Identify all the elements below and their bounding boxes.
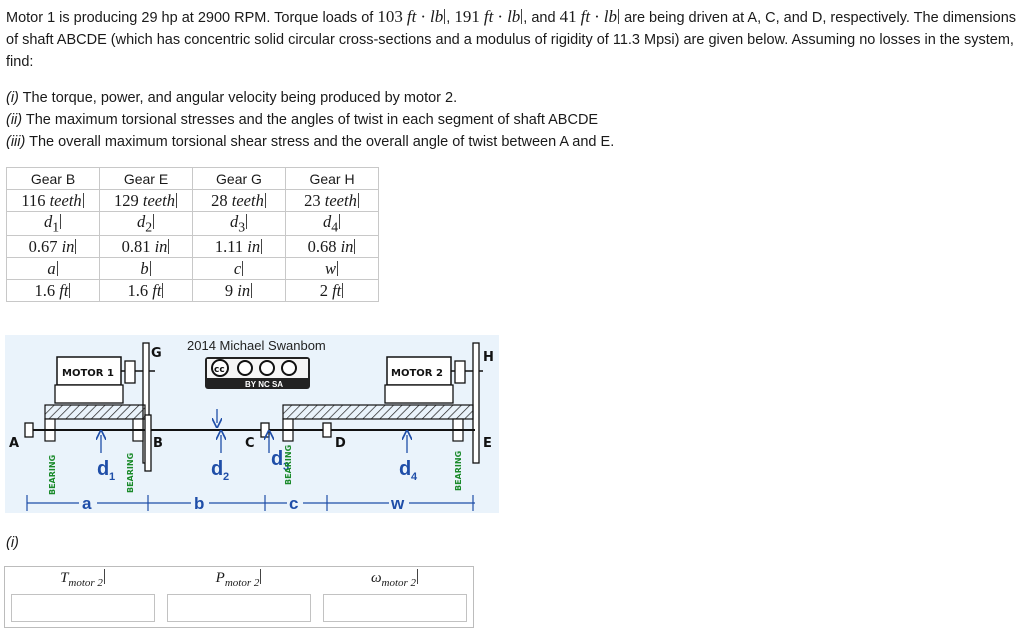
svg-text:BEARING: BEARING xyxy=(454,451,463,491)
svg-text:d: d xyxy=(271,448,283,470)
bearing-housing-left xyxy=(44,404,146,420)
answer-torque-column: Tmotor 2 xyxy=(5,567,161,627)
torque-C-value: 191 xyxy=(454,7,480,26)
svg-text:BEARING: BEARING xyxy=(48,455,57,495)
svg-text:4: 4 xyxy=(411,471,418,483)
shaft-diagram: 2014 Michael Swanbom cc BY NC SA MOTOR 1… xyxy=(5,335,499,513)
svg-text:d: d xyxy=(399,458,411,480)
table-header: Gear G xyxy=(192,167,286,190)
table-cell: 1.11 in xyxy=(192,235,286,259)
table-cell: d2 xyxy=(99,210,193,237)
answer-torque-label: Tmotor 2 xyxy=(60,569,105,589)
table-cell: d3 xyxy=(192,210,286,237)
table-cell: c xyxy=(192,257,286,281)
label-A: A xyxy=(9,436,19,451)
table-cell: a xyxy=(6,257,100,281)
table-cell: 1.6 ft xyxy=(6,279,100,303)
torque-A-value: 103 xyxy=(377,7,403,26)
svg-text:w: w xyxy=(390,494,405,513)
svg-text:BY NC SA: BY NC SA xyxy=(245,380,283,389)
svg-text:MOTOR 2: MOTOR 2 xyxy=(391,368,443,379)
table-cell: 116 teeth xyxy=(6,189,100,212)
svg-text:H: H xyxy=(483,350,494,365)
answer-omega-column: ωmotor 2 xyxy=(317,567,473,627)
svg-text:2: 2 xyxy=(223,471,229,483)
problem-statement: Motor 1 is producing 29 hp at 2900 RPM. … xyxy=(6,7,1017,70)
table-cell: w xyxy=(285,257,379,281)
table-header: Gear E xyxy=(99,167,193,190)
torque-arrows xyxy=(101,409,407,453)
table-header: Gear B xyxy=(6,167,100,190)
table-cell: 2 ft xyxy=(285,279,379,303)
svg-text:cc: cc xyxy=(214,365,225,375)
bearing-housing-right xyxy=(282,404,474,420)
question-parts: (i) The torque, power, and angular veloc… xyxy=(6,87,614,153)
svg-text:d: d xyxy=(211,458,223,480)
question-part-i: (i) The torque, power, and angular veloc… xyxy=(6,90,458,106)
table-cell: d1 xyxy=(6,210,100,237)
torque-D-value: 41 xyxy=(559,7,577,26)
power-input[interactable] xyxy=(167,594,311,622)
section-label: (i) xyxy=(6,535,19,551)
unit-ft: ft xyxy=(406,7,417,26)
table-cell: 9 in xyxy=(192,279,286,303)
torque-input[interactable] xyxy=(11,594,155,622)
table-cell: 0.67 in xyxy=(6,235,100,259)
table-cell: b xyxy=(99,257,193,281)
table-cell: 23 teeth xyxy=(285,189,379,212)
table-cell: 28 teeth xyxy=(192,189,286,212)
label-C: C xyxy=(245,436,255,451)
problem-text-2: are being driven at A, C, and D, respect… xyxy=(6,10,1017,70)
dimension-labels: a b c w xyxy=(79,494,409,513)
bearing-labels: BEARING BEARING BEARING BEARING xyxy=(48,445,463,495)
cc-license-badge: cc BY NC SA xyxy=(205,357,310,389)
table-header: Gear H xyxy=(285,167,379,190)
table-cell: 1.6 ft xyxy=(99,279,193,303)
svg-text:BEARING: BEARING xyxy=(284,445,293,485)
svg-text:3: 3 xyxy=(283,461,289,473)
answer-table: Tmotor 2 Pmotor 2 ωmotor 2 xyxy=(4,566,474,628)
unit-lb: lb xyxy=(430,7,444,26)
svg-text:c: c xyxy=(289,494,298,513)
table-cell: 0.68 in xyxy=(285,235,379,259)
label-B: B xyxy=(153,436,163,451)
svg-text:G: G xyxy=(151,346,162,361)
table-cell: 0.81 in xyxy=(99,235,193,259)
problem-text-1: Motor 1 is producing 29 hp at 2900 RPM. … xyxy=(6,10,374,26)
text-cursor xyxy=(444,9,446,24)
label-D: D xyxy=(335,436,346,451)
table-cell: 129 teeth xyxy=(99,189,193,212)
svg-text:b: b xyxy=(194,494,204,513)
table-row: 116 teeth 129 teeth 28 teeth 23 teeth xyxy=(6,189,379,212)
table-row: d1 d2 d3 d4 xyxy=(6,210,379,237)
table-row: Gear B Gear E Gear G Gear H xyxy=(6,167,379,190)
svg-text:MOTOR 1: MOTOR 1 xyxy=(62,368,114,379)
table-row: 0.67 in 0.81 in 1.11 in 0.68 in xyxy=(6,235,379,259)
credit-text: 2014 Michael Swanbom xyxy=(187,338,326,353)
label-E: E xyxy=(483,436,492,451)
answer-omega-label: ωmotor 2 xyxy=(370,569,419,589)
svg-text:d: d xyxy=(97,458,109,480)
svg-text:a: a xyxy=(82,494,92,513)
diameter-labels: d 1 d 2 d 3 d 4 xyxy=(97,448,418,483)
motor-2: MOTOR 2 H xyxy=(384,342,494,464)
question-part-ii: (ii) The maximum torsional stresses and … xyxy=(6,112,599,128)
angular-velocity-input[interactable] xyxy=(323,594,467,622)
answer-power-label: Pmotor 2 xyxy=(215,569,262,589)
svg-text:BEARING: BEARING xyxy=(126,453,135,493)
answer-power-column: Pmotor 2 xyxy=(161,567,317,627)
table-row: 1.6 ft 1.6 ft 9 in 2 ft xyxy=(6,279,379,303)
dimensions-table: Gear B Gear E Gear G Gear H 116 teeth 12… xyxy=(6,167,379,303)
table-cell: d4 xyxy=(285,210,379,237)
table-row: a b c w xyxy=(6,257,379,281)
motor-1: MOTOR 1 G xyxy=(54,342,162,464)
question-part-iii: (iii) The overall maximum torsional shea… xyxy=(6,134,615,150)
svg-text:1: 1 xyxy=(109,471,115,483)
